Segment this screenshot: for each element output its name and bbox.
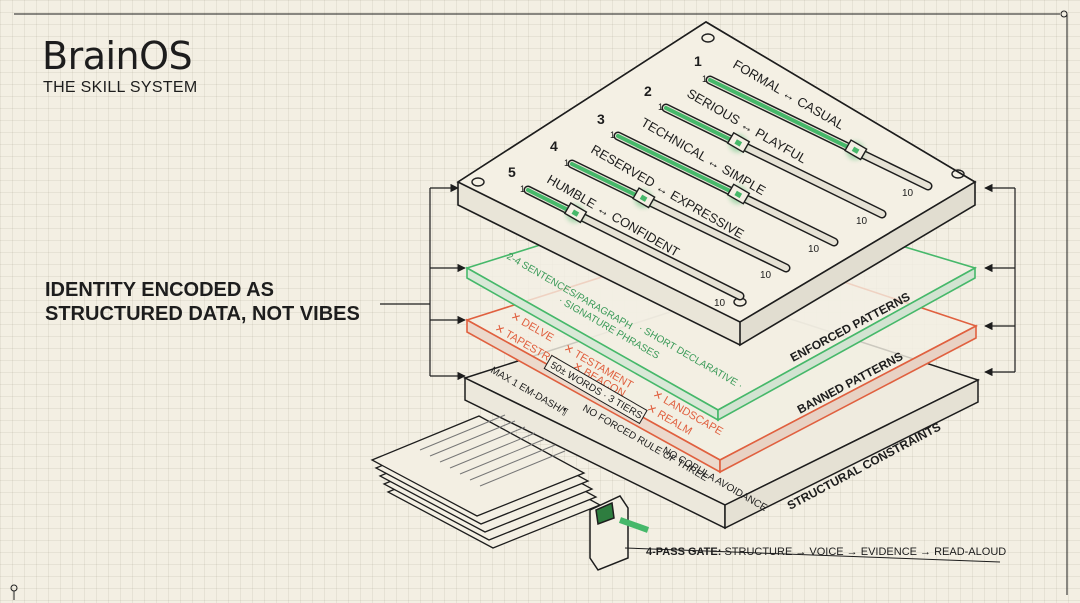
slider-number-4: 4 <box>550 138 558 154</box>
slider-number-1: 1 <box>694 53 702 69</box>
gate-label: 4-PASS GATE: <box>646 546 722 558</box>
gate-caption: 4-PASS GATE: STRUCTURE → VOICE → EVIDENC… <box>646 546 1006 558</box>
document-stack <box>370 414 602 549</box>
slider-max-5: 10 <box>714 298 726 309</box>
slider-fill-1 <box>708 78 858 153</box>
slider-fill-2 <box>664 106 740 146</box>
headline: IDENTITY ENCODED AS STRUCTURED DATA, NOT… <box>45 278 405 326</box>
pass-gate <box>589 495 1001 571</box>
gate-steps: STRUCTURE → VOICE → EVIDENCE → READ-ALOU… <box>724 546 1007 558</box>
slider-max-4: 10 <box>760 270 772 281</box>
headline-connector <box>380 183 466 381</box>
slider-min-5: 1 <box>520 184 525 194</box>
slider-knob-indicator-2 <box>734 139 743 147</box>
slider-fill-4 <box>570 162 646 201</box>
slider-min-4: 1 <box>564 158 569 168</box>
slider-knob-indicator-4 <box>639 194 648 202</box>
frame-border <box>10 10 1068 600</box>
right-connector <box>984 183 1016 377</box>
slider-knob-indicator-1 <box>851 146 860 154</box>
slider-fill-3 <box>616 134 740 197</box>
slider-min-3: 1 <box>610 130 615 140</box>
slider-knob-indicator-3 <box>734 190 743 199</box>
slider-number-3: 3 <box>597 111 605 127</box>
slider-max-2: 10 <box>856 216 868 227</box>
slider-number-5: 5 <box>508 164 516 180</box>
headline-line-2: STRUCTURED DATA, NOT VIBES <box>45 303 360 325</box>
headline-line-1: IDENTITY ENCODED AS <box>45 279 274 301</box>
slider-max-3: 10 <box>808 244 820 255</box>
slider-min-1: 1 <box>702 74 707 84</box>
slider-number-2: 2 <box>644 83 652 99</box>
brand-title: BrainOS <box>42 34 193 78</box>
slider-knob-indicator-5 <box>571 209 580 217</box>
slider-min-2: 1 <box>658 102 663 112</box>
mixer-panel: 1 10 1 10 1 10 1 10 1 10 <box>456 21 977 347</box>
slider-max-1: 10 <box>902 188 914 199</box>
brand-subtitle: THE SKILL SYSTEM <box>43 79 198 96</box>
slider-tracks: 1 10 1 10 1 10 1 10 1 10 <box>520 74 933 309</box>
